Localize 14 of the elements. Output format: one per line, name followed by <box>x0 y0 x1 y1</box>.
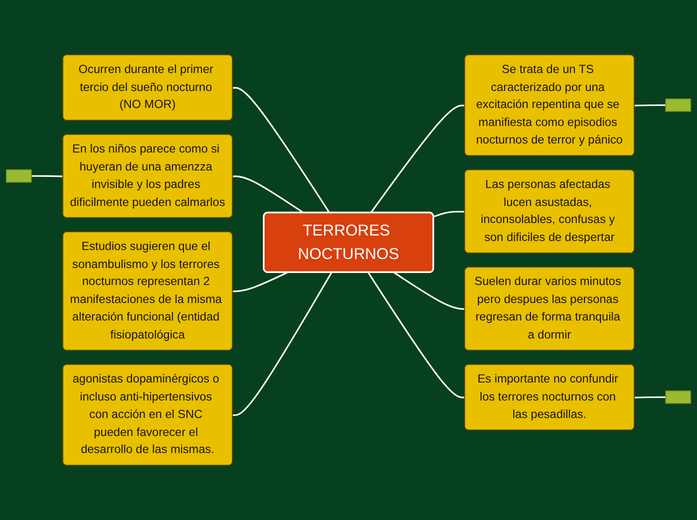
connector <box>368 272 466 398</box>
connector <box>634 104 666 106</box>
connector <box>232 87 330 214</box>
connector <box>370 104 466 214</box>
connector <box>232 176 304 214</box>
connector <box>394 272 466 310</box>
node-box <box>665 98 692 112</box>
node-box <box>665 390 692 404</box>
node-box <box>6 169 32 183</box>
connector <box>232 272 288 292</box>
connector <box>634 396 666 398</box>
connector <box>31 175 64 178</box>
connector <box>232 272 332 416</box>
connector <box>433 210 466 218</box>
